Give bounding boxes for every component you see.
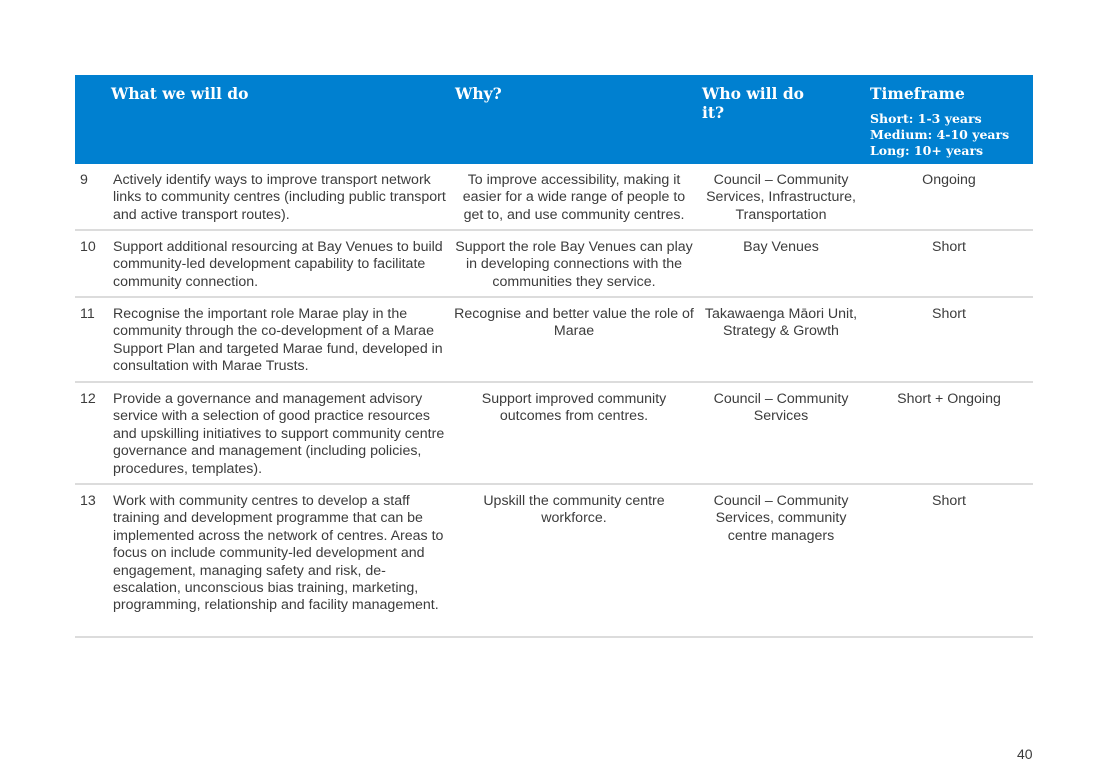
header-why: Why? — [455, 84, 502, 103]
row-timeframe: Short — [932, 306, 966, 322]
table-row: 11 Recognise the important role Marae pl… — [75, 298, 1033, 383]
actions-table: What we will do Why? Who will do it? Tim… — [75, 75, 1033, 638]
header-who: Who will do it? — [702, 84, 804, 122]
row-timeframe: Short — [932, 493, 966, 509]
table-row: 12 Provide a governance and management a… — [75, 383, 1033, 485]
table-row: 13 Work with community centres to develo… — [75, 485, 1033, 638]
row-what: Support additional resourcing at Bay Ven… — [113, 239, 443, 290]
row-what: Actively identify ways to improve transp… — [113, 172, 446, 223]
row-number: 9 — [80, 172, 88, 188]
row-who: Council – Community Services, Infrastruc… — [706, 172, 856, 223]
timeframe-short: Short: 1-3 years — [870, 111, 982, 126]
table-row: 9 Actively identify ways to improve tran… — [75, 164, 1033, 231]
row-number: 11 — [80, 306, 95, 322]
row-who: Council – Community Services, community … — [713, 493, 849, 544]
row-why: Support the role Bay Venues can play in … — [455, 239, 693, 290]
timeframe-legend: Short: 1-3 years Medium: 4-10 years Long… — [870, 111, 1009, 159]
header-timeframe-title: Timeframe — [870, 84, 965, 103]
row-timeframe: Short — [932, 239, 966, 255]
row-who: Bay Venues — [743, 239, 819, 255]
row-why: Support improved community outcomes from… — [481, 391, 667, 425]
row-why: To improve accessibility, making it easi… — [462, 172, 686, 223]
row-what: Recognise the important role Marae play … — [113, 306, 443, 375]
table-header: What we will do Why? Who will do it? Tim… — [75, 75, 1033, 164]
row-what: Provide a governance and management advi… — [113, 391, 445, 477]
page-number: 40 — [1017, 746, 1033, 762]
row-why: Upskill the community centre workforce. — [483, 493, 665, 527]
row-who: Council – Community Services — [713, 391, 849, 425]
timeframe-long: Long: 10+ years — [870, 143, 984, 158]
timeframe-medium: Medium: 4-10 years — [870, 127, 1010, 142]
header-timeframe: Timeframe Short: 1-3 years Medium: 4-10 … — [870, 84, 1009, 159]
row-timeframe: Short + Ongoing — [897, 391, 1001, 407]
header-what: What we will do — [111, 84, 249, 103]
row-timeframe: Ongoing — [922, 172, 976, 188]
row-what: Work with community centres to develop a… — [113, 493, 444, 614]
row-why: Recognise and better value the role of M… — [454, 306, 694, 340]
row-number: 13 — [80, 493, 96, 509]
row-number: 12 — [80, 391, 96, 407]
row-number: 10 — [80, 239, 96, 255]
row-who: Takawaenga Māori Unit, Strategy & Growth — [704, 306, 858, 340]
table-row: 10 Support additional resourcing at Bay … — [75, 231, 1033, 298]
